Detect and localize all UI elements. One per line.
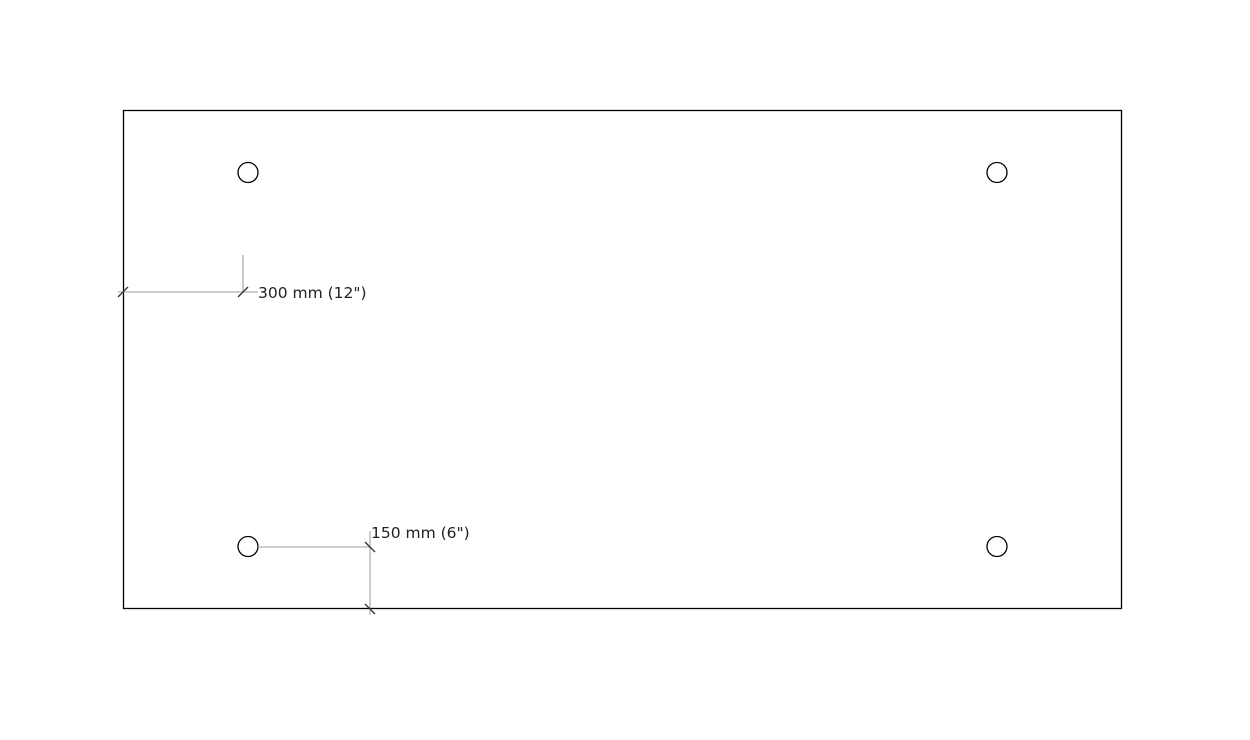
plate-outline [122, 109, 1123, 610]
dimension-vertical: 150 mm (6") [258, 524, 470, 615]
hole-bottom-right [986, 535, 1008, 558]
hole-bottom-left [237, 535, 259, 558]
hole-top-left [237, 161, 259, 184]
hole-top-right [986, 161, 1008, 184]
tick-mark [117, 286, 129, 298]
tick-mark [364, 603, 376, 615]
tick-mark [364, 541, 376, 553]
dimension-horizontal: 300 mm (12") [117, 255, 367, 302]
dimension-label: 300 mm (12") [258, 284, 367, 302]
dimension-label: 150 mm (6") [371, 524, 470, 542]
tick-mark [237, 286, 249, 298]
